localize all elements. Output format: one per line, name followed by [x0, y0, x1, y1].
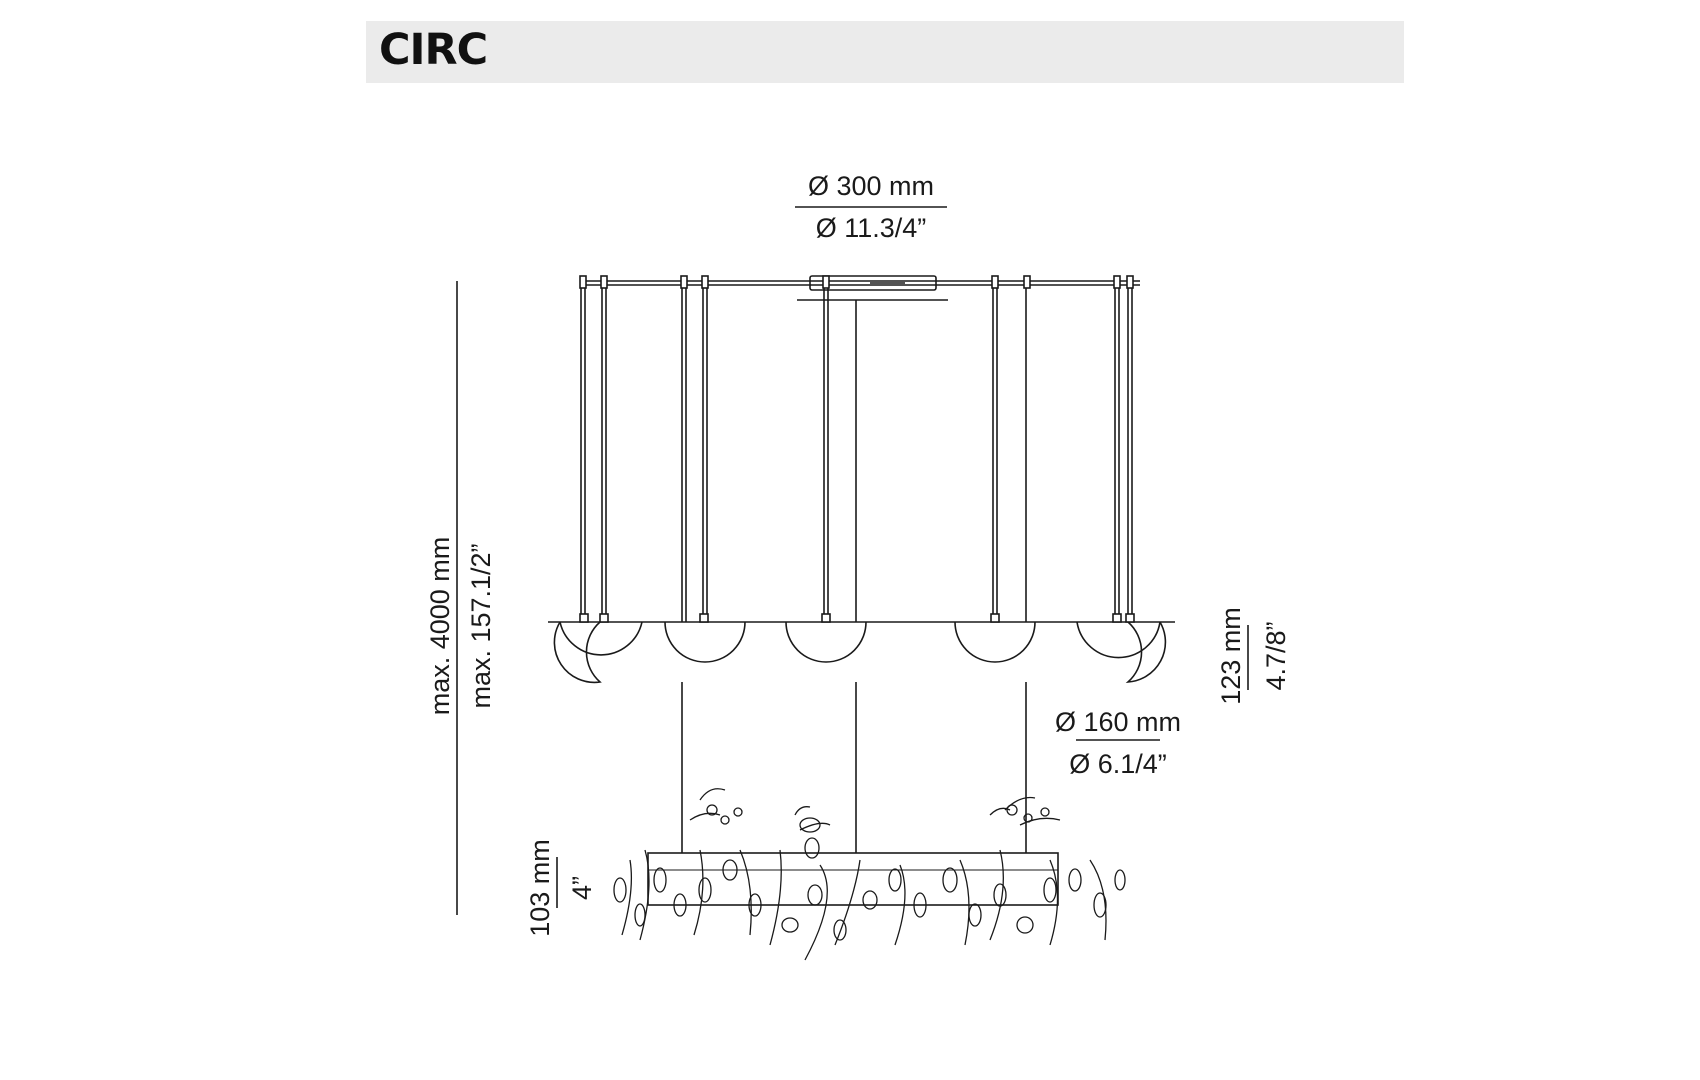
globe-caps — [579, 613, 1135, 623]
suspension-frame — [580, 280, 1140, 286]
ceiling-canopy — [797, 275, 948, 301]
ring-height-inch: 4” — [567, 876, 597, 900]
canopy-diameter-mm: Ø 300 mm — [808, 171, 934, 201]
foliage-leaves — [613, 788, 1126, 961]
globe-diameter-inch: Ø 6.1/4” — [1069, 749, 1167, 779]
max-height-inch: max. 157.1/2” — [466, 543, 496, 708]
product-title: CIRC — [379, 25, 488, 75]
globe-height-mm: 123 mm — [1216, 607, 1246, 705]
cable-clamps-top — [579, 275, 1134, 289]
globe-height-inch: 4.7/8” — [1261, 621, 1291, 690]
ring-cables — [681, 682, 1027, 853]
foliage-ring — [647, 852, 1059, 906]
globe-diameter-mm: Ø 160 mm — [1055, 707, 1181, 737]
ring-height-mm: 103 mm — [525, 839, 555, 937]
title-bar: CIRC — [366, 21, 1404, 83]
glass-globes — [553, 621, 1167, 684]
max-height-mm: max. 4000 mm — [425, 537, 455, 716]
canopy-diameter-inch: Ø 11.3/4” — [816, 213, 927, 243]
suspension-rods — [580, 288, 1133, 622]
